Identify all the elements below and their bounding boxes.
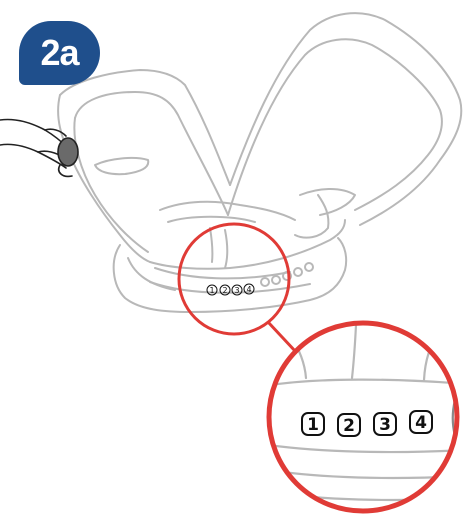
step-badge: 2a [19, 21, 100, 85]
hand-icon [0, 119, 78, 176]
position-4-small-label: 4 [246, 285, 251, 294]
magnify-callout: 1 2 3 4 [268, 323, 467, 518]
position-1-small-label: 1 [209, 286, 214, 295]
position-2-zoomed-label: 2 [343, 416, 355, 436]
position-2-small-label: 2 [222, 286, 227, 295]
position-3-zoomed-label: 3 [379, 415, 391, 435]
step-label: 2a [40, 32, 78, 74]
position-4-zoomed-label: 4 [415, 413, 427, 433]
seat-body [58, 13, 461, 312]
position-3-small-label: 3 [234, 286, 239, 295]
position-1-zoomed-label: 1 [307, 415, 319, 435]
magnify-connector [268, 322, 296, 352]
